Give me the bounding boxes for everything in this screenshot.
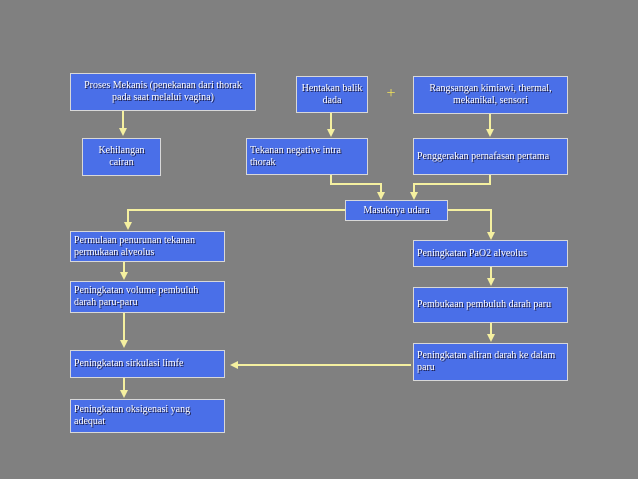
node-penggerakan: Penggerakan pernafasan pertama: [413, 138, 568, 175]
node-hentakan-label: Hentakan balik dada: [301, 82, 363, 106]
node-aliran-label: Peningkatan aliran darah ke dalam paru: [417, 350, 556, 373]
arrow-tekanan-to-masuknya: [330, 175, 385, 200]
node-masuknya-label: Masuknya udara: [363, 204, 430, 216]
node-peningkatan-pao2: Peningkatan PaO2 alveolus: [413, 240, 568, 267]
node-proses-mekanis: Proses Mekanis (penekanan dari thorak pa…: [70, 73, 256, 111]
node-tekanan-label: Tekanan negative intra thorak: [250, 144, 341, 168]
arrow-masuknya-to-pao2: [448, 209, 495, 240]
node-masuknya: Masuknya udara: [345, 200, 448, 221]
arrow-masuknya-to-permulaan: [124, 209, 345, 230]
node-tekanan: Tekanan negative intra thorak: [246, 138, 368, 175]
node-pembukaan-label: Pembukaan pembuluh darah paru: [417, 299, 552, 310]
node-rangsangan: Rangsangan kimiawi, thermal, mekanikal, …: [413, 76, 568, 114]
node-kehilangan: Kehilangan cairan: [82, 138, 161, 176]
node-permulaan: Permulaan penurunan tekanan permukaan al…: [70, 231, 225, 262]
node-permulaan-label: Permulaan penurunan tekanan permukaan al…: [74, 234, 196, 258]
node-peningkatan-volume: Peningkatan volume pembuluh darah paru-p…: [70, 281, 225, 313]
node-rangsangan-label: Rangsangan kimiawi, thermal, mekanikal, …: [429, 83, 552, 106]
node-penggerakan-label: Penggerakan pernafasan pertama: [417, 150, 550, 162]
node-sirkulasi: Peningkatan sirkulasi limfe: [70, 350, 225, 378]
node-oksigenasi: Peningkatan oksigenasi yang adequat: [70, 399, 225, 433]
node-oksigenasi-label: Peningkatan oksigenasi yang adequat: [74, 404, 191, 427]
node-sirkulasi-label: Peningkatan sirkulasi limfe: [74, 358, 184, 369]
node-peningkatan-volume-label: Peningkatan volume pembuluh darah paru-p…: [74, 285, 199, 308]
node-hentakan: Hentakan balik dada: [296, 76, 368, 113]
node-peningkatan-pao2-label: Peningkatan PaO2 alveolus: [417, 247, 527, 259]
arrow-penggerakan-to-masuknya: [410, 175, 491, 200]
node-kehilangan-label: Kehilangan cairan: [98, 145, 145, 168]
node-aliran: Peningkatan aliran darah ke dalam paru: [413, 343, 568, 381]
node-pembukaan: Pembukaan pembuluh darah paru: [413, 287, 568, 323]
node-proses-mekanis-label: Proses Mekanis (penekanan dari thorak pa…: [84, 80, 242, 103]
plus-operator: +: [386, 85, 396, 102]
